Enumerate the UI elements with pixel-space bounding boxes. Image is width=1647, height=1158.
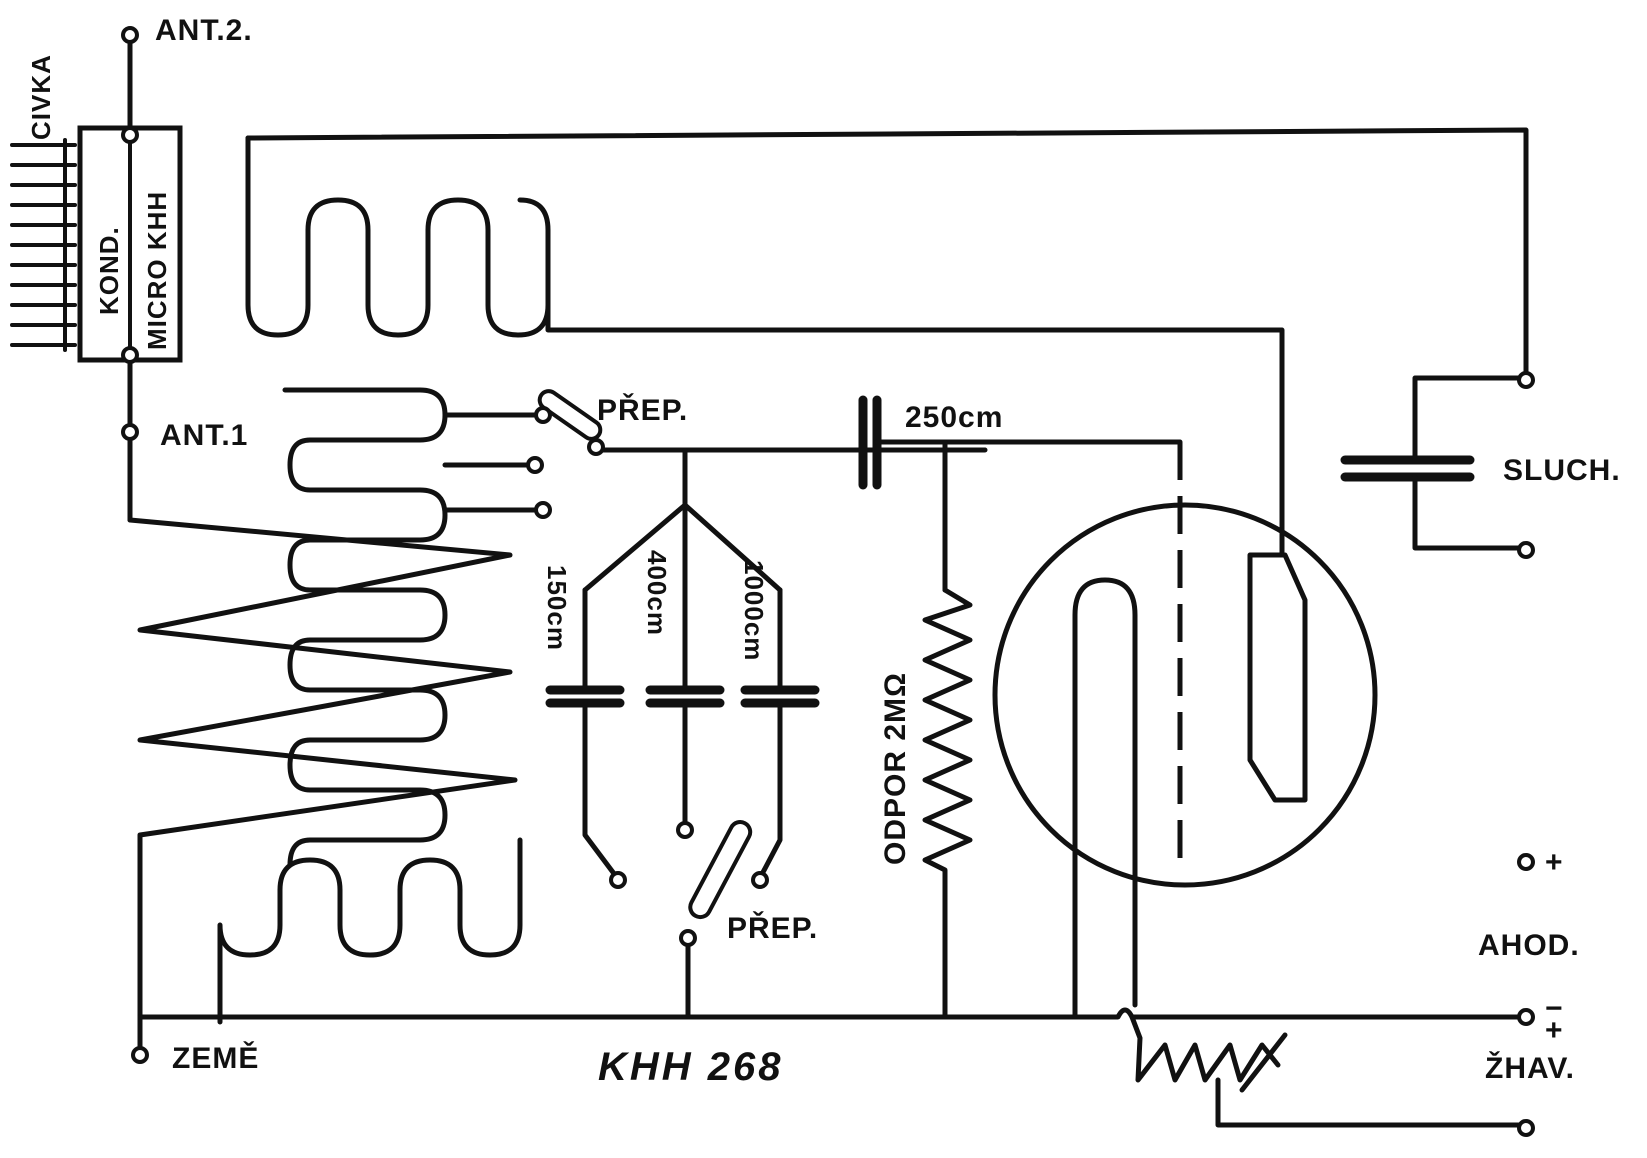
label-prep-bottom: PŘEP. — [727, 911, 818, 945]
terminal-ant1 — [121, 423, 139, 441]
label-plus: + — [1545, 846, 1564, 879]
terminal-tap1 — [534, 406, 552, 424]
terminals — [121, 26, 1535, 1137]
label-cap-250: 250cm — [905, 401, 1003, 434]
label-sluch: SLUCH. — [1503, 454, 1621, 487]
label-kond: KOND. — [94, 226, 124, 315]
terminal-sluch-top — [1517, 371, 1535, 389]
terminal-ant2 — [121, 26, 139, 44]
terminal-c1000 — [751, 871, 769, 889]
label-ahod: AHOD. — [1478, 929, 1580, 962]
label-micro-khh: MICRO KHH — [142, 191, 172, 350]
label-civka: CIVKA — [26, 54, 56, 140]
capacitor-250 — [858, 395, 1183, 593]
label-ant2: ANT.2. — [155, 14, 253, 47]
main-coil — [127, 387, 543, 1025]
label-prep-top: PŘEP. — [597, 393, 688, 427]
capacitor-bank — [545, 447, 820, 881]
label-odpor: ODPOR 2MΩ — [879, 672, 912, 865]
terminal-sluch-bottom — [1517, 541, 1535, 559]
switch-prep-bottom — [685, 820, 753, 1018]
label-cap-1000: 1000cm — [739, 560, 769, 661]
terminal-c150 — [609, 871, 627, 889]
label-cap-150: 150cm — [542, 565, 572, 651]
vacuum-tube — [992, 442, 1378, 1018]
headphone-capacitor — [1340, 375, 1529, 551]
terminal-c400 — [676, 821, 694, 839]
terminal-zhav — [1517, 1119, 1535, 1137]
terminal-kond-top — [121, 126, 139, 144]
terminal-tap2 — [526, 456, 544, 474]
terminal-tap3 — [534, 501, 552, 519]
label-cap-400: 400cm — [642, 550, 672, 636]
terminal-switch-bottom — [679, 929, 697, 947]
coil-comb — [10, 138, 77, 352]
terminal-kond-bottom — [121, 346, 139, 364]
labels: ANT.2. CIVKA KOND. MICRO KHH ANT.1 PŘEP.… — [26, 14, 1621, 1089]
ground-bus — [137, 1007, 1523, 1053]
terminal-zhav-plusminus — [1517, 1008, 1535, 1026]
switch-prep-top — [537, 389, 988, 453]
label-plus-minus: −+ — [1545, 992, 1564, 1047]
label-zhav: ŽHAV. — [1485, 1051, 1575, 1085]
label-model: KHH 268 — [598, 1045, 784, 1089]
label-ant1: ANT.1 — [160, 419, 248, 452]
terminal-zeme — [131, 1046, 149, 1064]
reaction-coil-top — [245, 127, 1529, 558]
filament-rheostat — [1129, 1014, 1528, 1128]
resistor-2m — [922, 587, 973, 1018]
terminal-switch-top — [587, 438, 605, 456]
label-zeme: ZEMĚ — [172, 1041, 259, 1075]
terminal-anode-plus — [1517, 853, 1535, 871]
